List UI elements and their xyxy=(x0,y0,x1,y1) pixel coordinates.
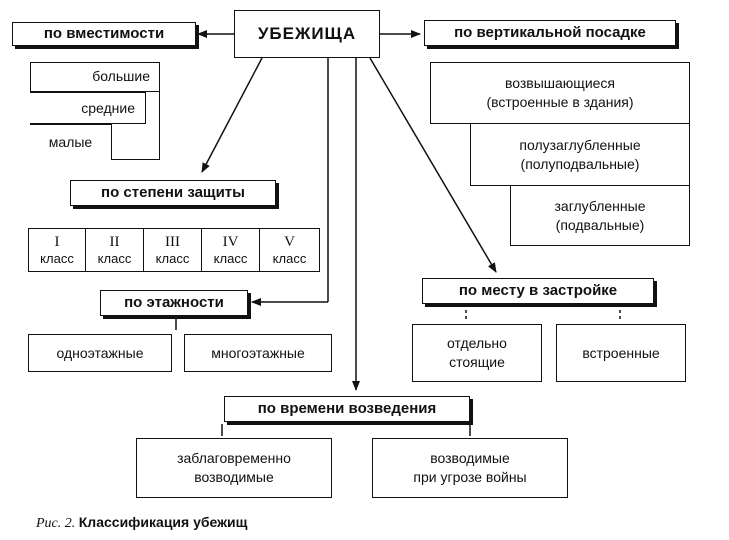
construction-item-advance-label: заблаговременно возводимые xyxy=(177,450,291,485)
floors-item-single-label: одноэтажные xyxy=(56,344,144,361)
protection-class-5-num: V xyxy=(284,233,295,250)
root-label: УБЕЖИЩА xyxy=(257,23,357,43)
protection-header-label: по степени защиты xyxy=(101,183,245,201)
protection-header: по степени защиты xyxy=(70,180,276,206)
protection-class-4: IV класс xyxy=(202,228,260,272)
capacity-item-medium: средние xyxy=(30,92,146,124)
protection-class-5: V класс xyxy=(260,228,320,272)
location-header-label: по месту в застройке xyxy=(458,281,618,299)
construction-item-advance: заблаговременно возводимые xyxy=(136,438,332,498)
floors-item-multi-label: многоэтажные xyxy=(211,344,305,361)
capacity-item-medium-label: средние xyxy=(81,99,135,116)
protection-class-1-num: I xyxy=(54,233,60,250)
protection-class-5-label: класс xyxy=(272,251,307,267)
protection-class-2-num: II xyxy=(109,233,120,250)
root-node: УБЕЖИЩА xyxy=(234,10,380,58)
floors-header: по этажности xyxy=(100,290,248,316)
vertical-item-buried: заглубленные (подвальные) xyxy=(510,186,690,246)
figure-caption-prefix: Рис. 2. xyxy=(36,516,76,531)
construction-header: по времени возведения xyxy=(224,396,470,422)
capacity-header-label: по вместимости xyxy=(43,24,165,42)
floors-header-label: по этажности xyxy=(124,293,224,311)
vertical-item-elevated-label: возвышающиеся (встроенные в здания) xyxy=(486,75,634,110)
protection-class-3-num: III xyxy=(165,233,180,250)
construction-item-war-threat: возводимые при угрозе войны xyxy=(372,438,568,498)
location-item-standalone-label: отдельно стоящие xyxy=(447,335,507,370)
floors-item-single: одноэтажные xyxy=(28,334,172,372)
capacity-item-large: большие xyxy=(30,62,160,92)
protection-class-4-num: IV xyxy=(222,233,239,250)
protection-class-2-label: класс xyxy=(97,251,132,267)
location-item-built-in-label: встроенные xyxy=(582,344,660,361)
floors-item-multi: многоэтажные xyxy=(184,334,332,372)
protection-class-1: I класс xyxy=(28,228,86,272)
vertical-item-buried-label: заглубленные (подвальные) xyxy=(554,197,646,233)
location-item-standalone: отдельно стоящие xyxy=(412,324,542,382)
vertical-header: по вертикальной посадке xyxy=(424,20,676,46)
capacity-item-large-label: большие xyxy=(92,68,150,85)
vertical-item-semi-buried-label: полузаглубленные (полуподвальные) xyxy=(519,136,641,172)
protection-class-1-label: класс xyxy=(40,251,74,267)
location-header: по месту в застройке xyxy=(422,278,654,304)
vertical-header-label: по вертикальной посадке xyxy=(454,23,646,41)
construction-header-label: по времени возведения xyxy=(257,399,437,417)
figure-caption-text: Классификация убежищ xyxy=(78,514,248,530)
vertical-item-semi-buried: полузаглубленные (полуподвальные) xyxy=(470,124,690,186)
protection-class-3-label: класс xyxy=(155,251,190,267)
capacity-header: по вместимости xyxy=(12,22,196,46)
protection-class-2: II класс xyxy=(86,228,144,272)
vertical-item-elevated: возвышающиеся (встроенные в здания) xyxy=(430,62,690,124)
figure-caption: Рис. 2. Классификация убежищ xyxy=(36,514,247,532)
protection-class-3: III класс xyxy=(144,228,202,272)
capacity-item-small: малые xyxy=(30,124,112,160)
location-item-built-in: встроенные xyxy=(556,324,686,382)
capacity-item-small-label: малые xyxy=(48,134,93,151)
construction-item-war-threat-label: возводимые при угрозе войны xyxy=(413,450,527,485)
protection-class-4-label: класс xyxy=(213,251,248,267)
